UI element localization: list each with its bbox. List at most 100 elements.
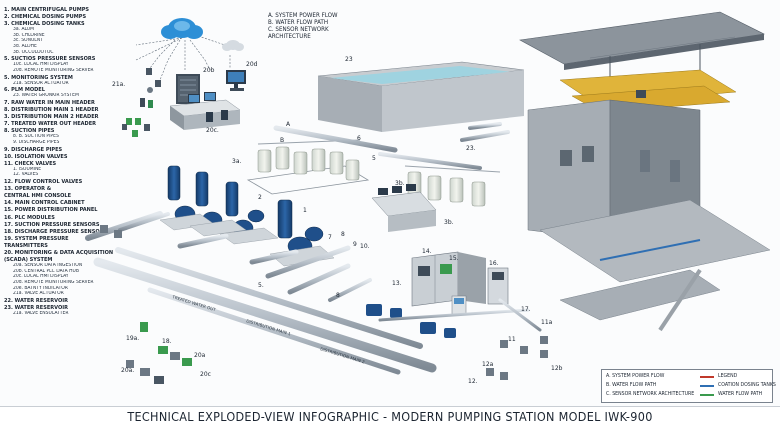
- component-list-item: 11. CHECK VALVES: [4, 160, 57, 167]
- component-list-item: 17. SUCTION PRESSURE SENSORS: [4, 221, 100, 228]
- callout: 20c.: [206, 127, 219, 134]
- remote-monitor: [226, 70, 246, 91]
- sensor-clusters: [122, 68, 161, 137]
- callout: B: [280, 137, 284, 144]
- component-list-item: 7. TREATED WATER OUT HEADER: [4, 121, 97, 128]
- dosing-tanks-3a: [246, 139, 370, 195]
- callout: 15.: [449, 255, 459, 262]
- legend-item: C. SENSOR NETWORK ARCHITECTURE: [606, 391, 695, 397]
- component-list-item: 19. SYSTEM PRESSURE: [4, 235, 69, 242]
- callout: 20b: [203, 67, 215, 74]
- component-list-item: 20. MONITORING & DATA ACQUISITION: [4, 249, 114, 256]
- callout: 11: [508, 336, 516, 343]
- component-list-item: 23. WATER RESERVOIR: [4, 304, 68, 311]
- component-list-item: 6. PLM MODEL: [4, 87, 45, 94]
- component-list-item: 3d. ALDHE: [13, 44, 37, 50]
- callout: 23: [345, 56, 353, 63]
- valves-and-sensors: [100, 225, 548, 384]
- control-cabinets: [411, 251, 509, 315]
- component-list-item: 21a. SENSOR ACTUATOR: [13, 80, 69, 86]
- component-list-item: 3. DISTRIBUTION MAIN 2 HEADER: [4, 114, 99, 121]
- component-list-item: 21a. VALVE ACTUATOR: [13, 291, 64, 297]
- callout: 16.: [489, 260, 499, 267]
- system-legend-item: C. SENSOR NETWORK: [268, 26, 329, 33]
- callout: 2: [258, 194, 262, 201]
- hmi-console: [371, 184, 437, 232]
- callout: 3b.: [444, 219, 454, 226]
- callout: 20a: [194, 352, 206, 359]
- water-reservoir: [317, 61, 525, 132]
- component-list-item: 15. POWER DISTRIBUTION PANEL: [4, 207, 98, 214]
- component-list-item: 3b. CHLORINE: [13, 32, 45, 38]
- component-list-item: 2. CHEMICAL DOSING PUMPS: [4, 14, 87, 21]
- component-list-item: 20e. BATNTY INDICATOR: [13, 285, 68, 291]
- callout: 5: [372, 155, 376, 162]
- callout: 11a: [541, 319, 553, 326]
- legend-swatch-power: [700, 376, 714, 378]
- system-legend-item: B. WATER FLOW PATH: [268, 19, 329, 26]
- component-list-item: 20d. REMOTE MONITORING SERVER: [13, 67, 94, 73]
- callout: 14.: [422, 248, 432, 255]
- component-list-item: 10c. LOCAL HMI DISPLAY: [13, 62, 69, 68]
- callout: 20c: [200, 371, 211, 378]
- system-legend-item: ARCHITECTURE: [268, 33, 311, 40]
- loose-pipe-sections: [273, 122, 510, 170]
- component-list-item: 9. DISCHARGE PIPES: [13, 139, 60, 145]
- legend-swatch-water: [700, 385, 714, 387]
- callout: 12b: [551, 365, 563, 372]
- main-pipe-headers: [85, 211, 542, 375]
- callout: 3a.: [232, 158, 241, 165]
- component-list-item: 12. VALVES: [13, 172, 39, 178]
- component-list-item: 22. WATER RESERVOIR: [4, 297, 68, 304]
- callout: 8: [336, 292, 340, 299]
- cloud-small-icon: [222, 40, 244, 51]
- component-list-item: 20b. CENTRAL PLC DATA HUB: [13, 268, 79, 274]
- component-list-item: 13. OPERATOR &: [4, 186, 52, 193]
- legend-box: A. SYSTEM POWER FLOW B. WATER FLOW PATH …: [601, 369, 776, 403]
- callout: 17.: [521, 306, 531, 313]
- callout: 21a.: [112, 81, 125, 88]
- pump-house-building: [519, 11, 771, 332]
- component-list-item: 8. B. SUCTION PIPES: [13, 134, 59, 140]
- component-list-item: 12. FLOW CONTROL VALVES: [4, 179, 83, 186]
- callout: 23.: [466, 145, 476, 152]
- callout: 12a: [482, 361, 494, 368]
- component-list-item: 1. ISOUMINE: [13, 166, 42, 172]
- component-list-item: 20d. REMOTE MONITORING SERVER: [13, 279, 94, 285]
- component-list-item: 3a. ALUM: [13, 27, 34, 33]
- callout: 13.: [392, 280, 402, 287]
- legend-swatch-sensor: [700, 394, 714, 396]
- callout: 1: [303, 207, 307, 214]
- legend-item: WATER FLOW PATH: [718, 391, 763, 397]
- component-list-item: 10. ISOLATION VALVES: [4, 153, 68, 160]
- callout: 8: [341, 231, 345, 238]
- main-centrifugal-pumps: [159, 165, 456, 338]
- exploded-view-diagram: TREATED WATER OUT DISTRIBUTION MAIN 1 DI…: [85, 11, 771, 385]
- component-list-item: 21a. VALVE ENSULATTER: [13, 310, 69, 316]
- callout-labels: 23 20b 20d 21a. 20c. A B 3a. 3b. 3b. 23.…: [112, 56, 563, 385]
- cloud-icon: [161, 18, 203, 39]
- callout: 20d: [246, 61, 258, 68]
- operator-desk: [169, 92, 241, 130]
- callout: 19a.: [126, 335, 139, 342]
- component-list-item: 3c. SONULNT: [13, 38, 43, 44]
- callout: 18.: [162, 338, 172, 345]
- callout: 12.: [468, 378, 478, 385]
- legend-item: COATION DOSING TANKS: [718, 382, 776, 388]
- callout: 6: [357, 135, 361, 142]
- legend-item: B. WATER FLOW PATH: [606, 382, 657, 388]
- component-list-item: 5. MONITORING SYSTEM: [4, 74, 73, 81]
- callout: 10.: [360, 243, 370, 250]
- callout: 7: [328, 234, 332, 241]
- sensor-network-lines: [135, 34, 231, 81]
- dosing-tanks-3b: [404, 165, 501, 207]
- component-list-item: 20a. SENSOR DATA INGESTION: [13, 263, 83, 269]
- component-list-item: 3. CHEMICAL DOSING TANKS: [4, 21, 85, 28]
- component-list-item: 14. MAIN CONTROL CABINET: [4, 200, 85, 207]
- component-list-item: 7. RAW WATER IN MAIN HEADER: [4, 99, 95, 106]
- page-title: TECHNICAL EXPLODED-VIEW INFOGRAPHIC - MO…: [0, 406, 780, 425]
- component-list-item: 9. DISCHARGE PIPES: [4, 146, 63, 153]
- component-list-item: 8. SUCTION PIPES: [4, 128, 55, 135]
